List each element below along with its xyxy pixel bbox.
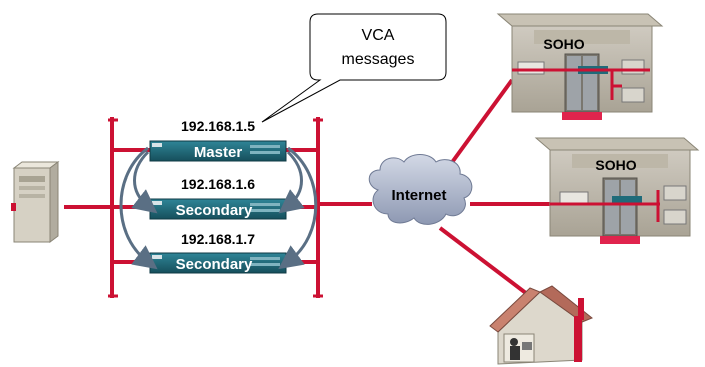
- device-3-ip: 192.168.1.7: [181, 231, 255, 247]
- device-3-role: Secondary: [176, 256, 253, 273]
- vca-arrows: [119, 146, 318, 270]
- soho-building-2: [534, 137, 700, 244]
- home-office-icon: [489, 285, 593, 365]
- soho-1-label: SOHO: [543, 36, 584, 52]
- vca-arrow-right-inner: [278, 150, 305, 214]
- server-icon: [11, 161, 60, 243]
- soho-building-1: [496, 13, 664, 120]
- callout-line-1: VCA: [362, 27, 395, 44]
- network-links: [64, 78, 560, 302]
- device-master: [149, 140, 287, 162]
- callout-line-2: messages: [342, 51, 415, 68]
- internet-label: Internet: [391, 187, 446, 204]
- internet-home-link: [438, 226, 537, 302]
- device-1-role: Master: [194, 144, 243, 161]
- device-2-ip: 192.168.1.6: [181, 176, 255, 192]
- soho-2-label: SOHO: [595, 157, 636, 173]
- internet-cloud-icon: [368, 154, 473, 225]
- device-2-role: Secondary: [176, 202, 253, 219]
- bus-ticks: [108, 118, 323, 298]
- callout-bubble: [261, 13, 447, 123]
- vca-arrow-right: [278, 146, 318, 270]
- device-1-ip: 192.168.1.5: [181, 118, 255, 134]
- vca-arrow-left-inner: [131, 150, 158, 214]
- vca-arrow-left: [119, 146, 158, 270]
- internet-soho1-link: [443, 78, 514, 174]
